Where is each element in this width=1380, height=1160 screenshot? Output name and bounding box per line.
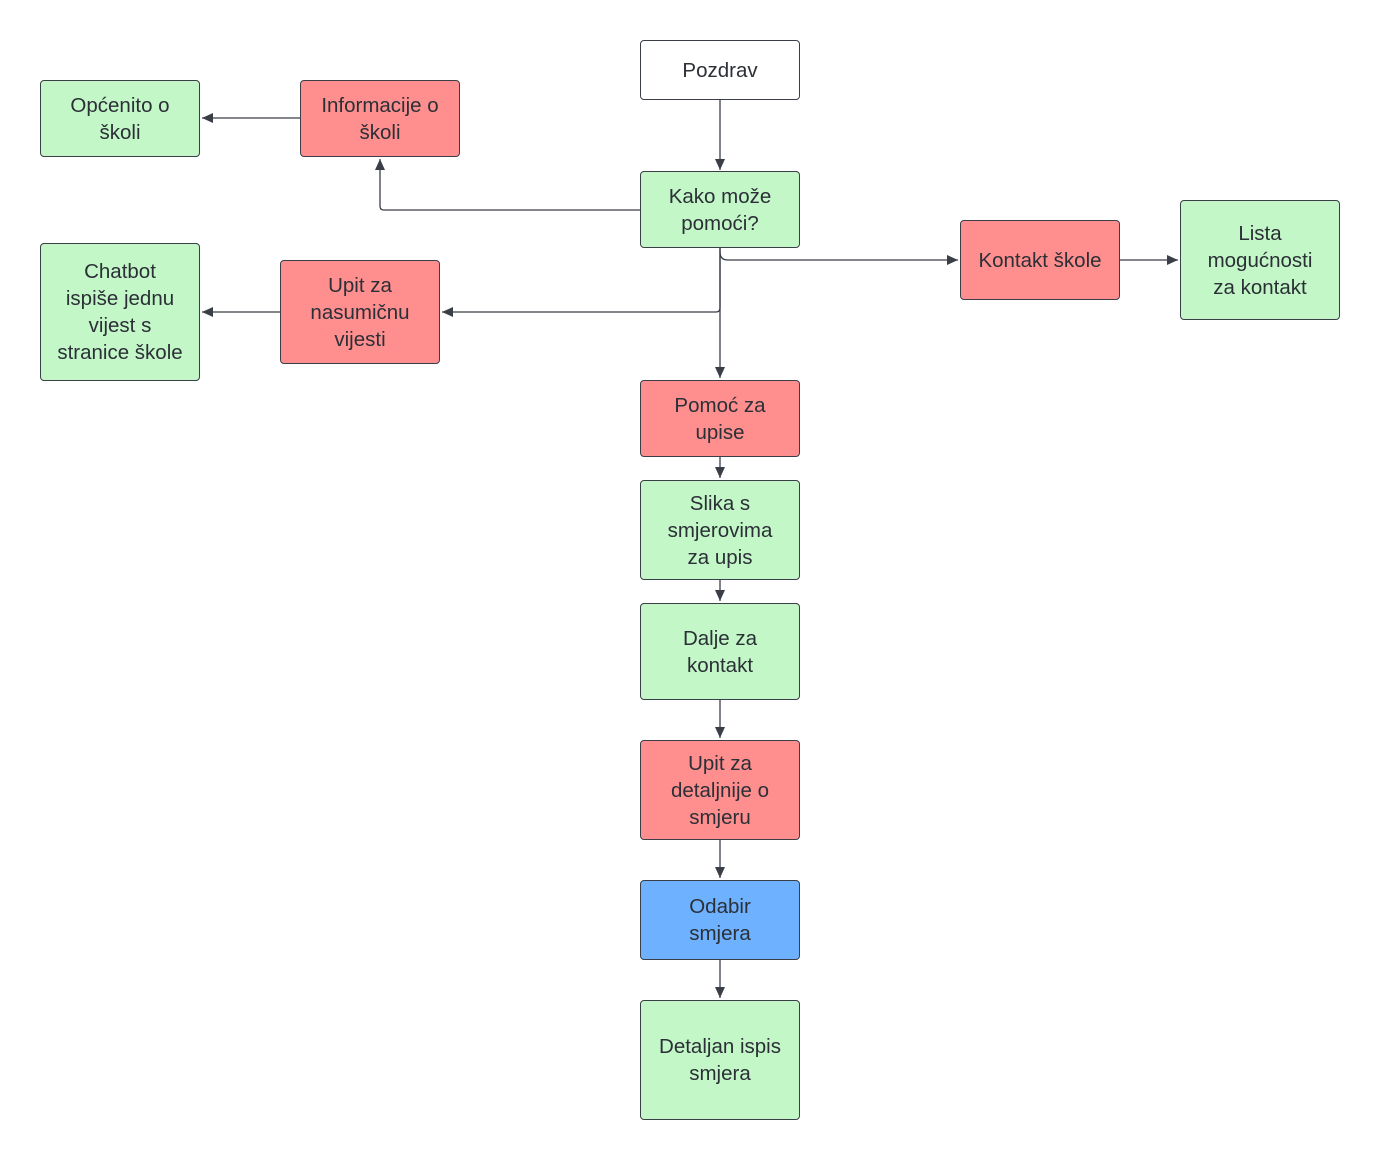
node-lista-mogucnosti: Lista mogućnosti za kontakt [1180,200,1340,320]
node-pomoc-za-upise: Pomoć za upise [640,380,800,457]
node-upit-nasumicne-vijesti: Upit za nasumičnu vijesti [280,260,440,364]
node-pomoc-za-upise-label: Pomoć za upise [674,393,766,444]
node-odabir-smjera: Odabir smjera [640,880,800,960]
node-informacije-o-skoli-label: Informacije o školi [321,93,439,144]
node-detaljan-ispis-label: Detaljan ispis smjera [659,1035,781,1085]
node-chatbot-vijest: Chatbot ispiše jednu vijest s stranice š… [40,243,200,381]
node-upit-nasumicne-vijesti-label: Upit za nasumičnu vijesti [310,273,410,351]
node-lista-mogucnosti-label: Lista mogućnosti za kontakt [1207,221,1313,299]
node-chatbot-vijest-label: Chatbot ispiše jednu vijest s stranice š… [57,260,183,364]
node-kontakt-skole: Kontakt škole [960,220,1120,300]
node-kako-moze-pomoci-label: Kako može pomoći? [668,184,772,235]
edge-kako-moze-to-informacije [375,159,640,211]
edge-kako-moze-to-upit-vijesti [442,248,721,317]
node-opcenito-o-skoli-label: Općenito o školi [70,93,170,144]
node-upit-detaljnije: Upit za detaljnije o smjeru [640,740,800,840]
node-opcenito-o-skoli: Općenito o školi [40,80,200,157]
node-odabir-smjera-label: Odabir smjera [689,895,751,945]
node-detaljan-ispis: Detaljan ispis smjera [640,1000,800,1120]
node-slika-smjerovi-label: Slika s smjerovima za upis [667,491,773,569]
node-slika-smjerovi: Slika s smjerovima za upis [640,480,800,580]
node-kako-moze-pomoci: Kako može pomoći? [640,171,800,248]
node-pozdrav: Pozdrav [640,40,800,100]
node-informacije-o-skoli: Informacije o školi [300,80,460,157]
node-upit-detaljnije-label: Upit za detaljnije o smjeru [670,751,769,829]
node-kontakt-skole-label: Kontakt škole [978,248,1102,272]
edge-kako-moze-to-kontakt [719,251,958,265]
node-dalje-za-kontakt: Dalje za kontakt [640,603,800,700]
node-dalje-za-kontakt-label: Dalje za kontakt [682,626,758,677]
node-pozdrav-label: Pozdrav [682,58,758,82]
